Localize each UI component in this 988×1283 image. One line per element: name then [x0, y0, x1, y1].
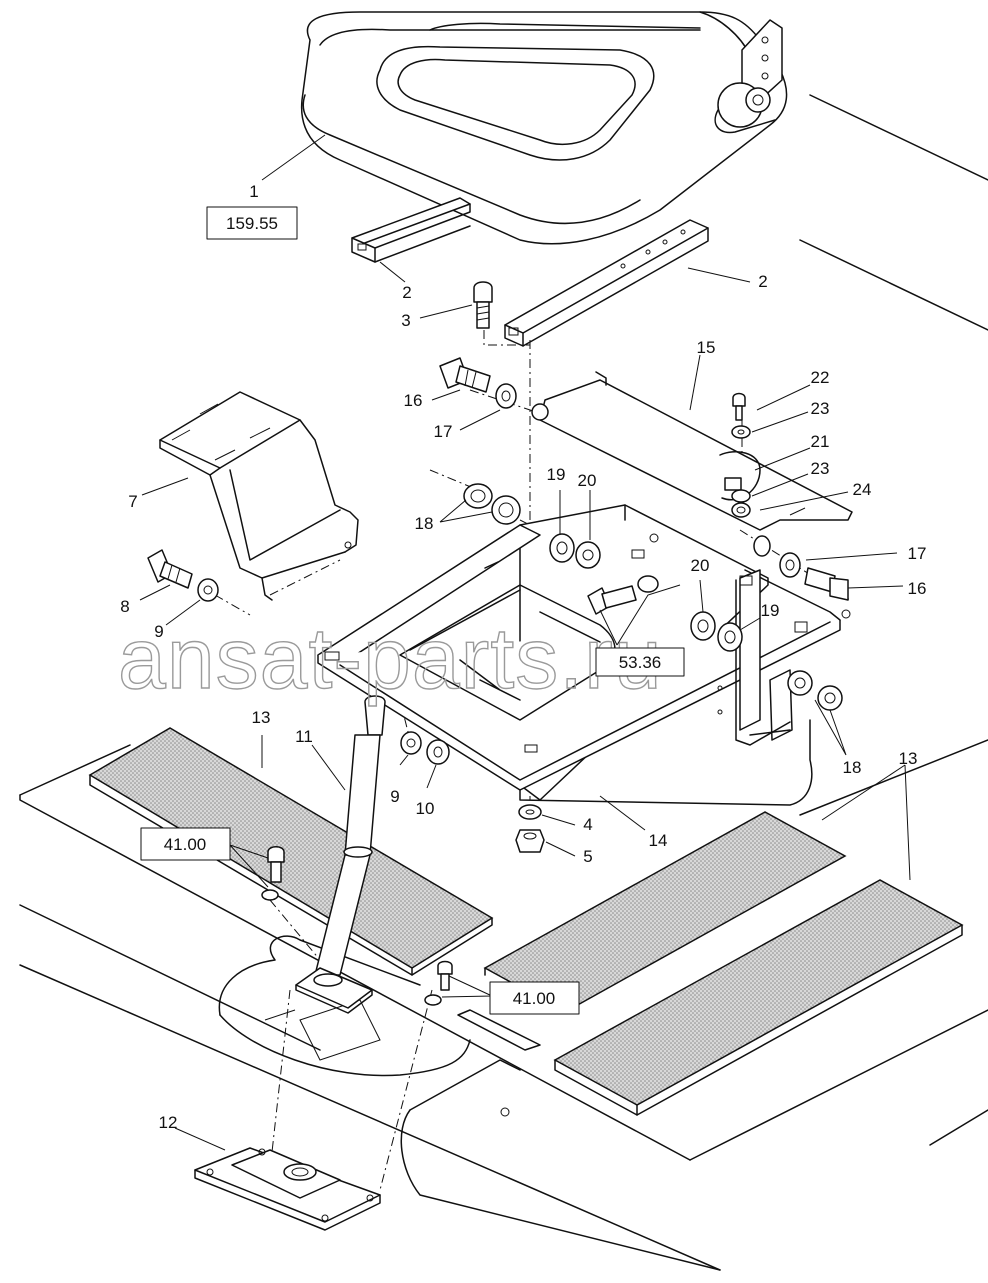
svg-text:41.00: 41.00 [513, 989, 556, 1008]
nut-10 [426, 739, 450, 765]
callout-15: 15 [697, 338, 716, 357]
callout-8: 8 [120, 597, 129, 616]
callout-3: 3 [401, 311, 410, 330]
callout-19-left: 19 [547, 465, 566, 484]
bolt-3 [473, 281, 493, 329]
callout-2-left: 2 [402, 283, 411, 302]
callout-12: 12 [159, 1113, 178, 1132]
callout-labels: 1 2 2 3 4 5 7 8 9 9 10 11 12 13 13 14 15… [120, 182, 926, 1132]
bushing-18-right-b [817, 685, 843, 711]
washer-23-upper [731, 425, 751, 439]
floor-mat-right [553, 879, 964, 1116]
bolt-41-00-upper [261, 846, 285, 901]
svg-text:159.55: 159.55 [226, 214, 278, 233]
watermark: ansat-parts.ru [118, 611, 663, 707]
callout-23-upper: 23 [811, 399, 830, 418]
seat-rail-left [351, 197, 471, 263]
callout-16-left: 16 [404, 391, 423, 410]
svg-text:41.00: 41.00 [164, 835, 207, 854]
callout-9-lower: 9 [390, 787, 399, 806]
nut-20-right [690, 611, 716, 641]
column-base-plate [194, 1147, 381, 1231]
seat-cushion [300, 11, 788, 245]
ref-box-41-00-upper[interactable]: 41.00 [140, 827, 231, 861]
bolt-41-00-lower [424, 960, 453, 1006]
nut-5 [515, 829, 545, 853]
ref-box-53-36[interactable]: 53.36 [595, 647, 685, 677]
floor-mat-left [88, 727, 494, 976]
washer-17-upper [495, 383, 517, 409]
ref-box-159-55[interactable]: 159.55 [206, 206, 298, 240]
bolt-16-upper [439, 357, 491, 393]
callout-18-right: 18 [843, 758, 862, 777]
seat-rail-right [504, 219, 709, 347]
washer-23-lower [731, 489, 751, 503]
callout-22: 22 [811, 368, 830, 387]
callout-19-right: 19 [761, 601, 780, 620]
svg-text:53.36: 53.36 [619, 653, 662, 672]
washer-19-left [549, 533, 575, 563]
callout-21: 21 [811, 432, 830, 451]
washer-9-lower [400, 731, 422, 755]
bushing-18-left-b [491, 495, 521, 525]
callout-23-lower: 23 [811, 459, 830, 478]
callout-14: 14 [649, 831, 668, 850]
bushing-18-left-a [463, 483, 493, 509]
bracket-7 [159, 391, 359, 601]
washer-17-right-b [779, 552, 801, 578]
callout-20-left: 20 [578, 471, 597, 490]
callout-4: 4 [583, 815, 592, 834]
callout-9-upper: 9 [154, 622, 163, 641]
callout-17-left: 17 [434, 422, 453, 441]
callout-2-right: 2 [758, 272, 767, 291]
callout-20-right: 20 [691, 556, 710, 575]
washer-17-right [753, 535, 771, 557]
bolt-53-36 [587, 575, 659, 615]
bolt-16-right [804, 567, 849, 601]
bolt-22 [732, 392, 746, 421]
ref-box-41-00-lower[interactable]: 41.00 [489, 981, 580, 1015]
callout-11: 11 [295, 727, 313, 746]
nut-20-left [575, 541, 601, 569]
callout-24: 24 [853, 480, 872, 499]
floor-platform [19, 94, 988, 1271]
callout-17-right: 17 [908, 544, 927, 563]
washer-19-right [717, 622, 743, 652]
callout-5: 5 [583, 847, 592, 866]
callout-13-right: 13 [899, 749, 918, 768]
callout-10: 10 [416, 799, 435, 818]
callout-13-left: 13 [252, 708, 271, 727]
bolt-8 [147, 549, 193, 589]
callout-16-right: 16 [908, 579, 927, 598]
washer-4 [518, 804, 542, 820]
floor-mat-center [457, 811, 847, 1051]
callout-1: 1 [249, 182, 258, 201]
leader-lines [139, 134, 911, 1151]
bushing-18-right-a [787, 670, 813, 696]
callout-18-left: 18 [415, 514, 434, 533]
seat-base-plate [531, 371, 853, 531]
callout-7: 7 [128, 492, 137, 511]
nut-24 [731, 502, 751, 518]
steering-column [295, 695, 386, 1014]
washer-9-upper [197, 578, 219, 602]
